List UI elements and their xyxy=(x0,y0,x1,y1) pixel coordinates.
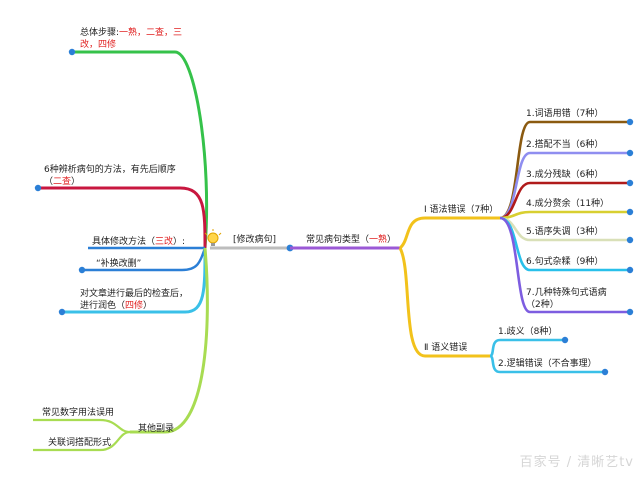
branch-other-child-2 xyxy=(33,430,131,452)
node-semantic[interactable]: Ⅱ 语义错误 xyxy=(424,343,468,353)
node-other[interactable]: 其他副录 xyxy=(138,424,175,434)
node-s1[interactable]: 1.歧义（8种） xyxy=(498,327,558,337)
node-dot-steps[interactable] xyxy=(68,48,76,56)
node-dot-g5[interactable] xyxy=(626,236,634,244)
node-dot-methods[interactable] xyxy=(34,184,42,192)
revise-red: 四修 xyxy=(125,301,144,311)
branch-other-child-1 xyxy=(33,418,131,434)
node-other-child-2[interactable]: 关联词搭配形式 xyxy=(48,438,112,448)
branch-semantic xyxy=(398,247,490,358)
node-g2[interactable]: 2.搭配不当（6种） xyxy=(526,140,604,150)
branch-methods xyxy=(38,186,207,249)
g7-line2: （2种） xyxy=(526,300,559,310)
node-dot-modify-sub[interactable] xyxy=(78,266,86,274)
types-red: 一熟 xyxy=(369,235,388,245)
watermark: 百家号 / 清晰艺tv xyxy=(519,455,634,470)
node-revise[interactable]: 对文章进行最后的检查后， 进行润色（四修） xyxy=(80,288,188,312)
node-g3[interactable]: 3.成分残缺（6种） xyxy=(526,170,604,180)
node-dot-g2[interactable] xyxy=(626,149,634,157)
branch-s1 xyxy=(489,338,565,358)
node-g1[interactable]: 1.词语用错（7种） xyxy=(526,109,604,119)
node-g7[interactable]: 7.几种特殊句式语病 （2种） xyxy=(526,287,607,311)
node-other-child-1[interactable]: 常见数字用法误用 xyxy=(42,408,115,418)
revise-suffix: ） xyxy=(143,301,153,311)
node-modify-sub[interactable]: “补换改删” xyxy=(96,259,142,269)
node-g4[interactable]: 4.成分赘余（11种） xyxy=(526,199,610,209)
g7-line1: 7.几种特殊句式语病 xyxy=(526,288,607,298)
node-g5[interactable]: 5.语序失调（3种） xyxy=(526,227,604,237)
steps-prefix: 总体步骤: xyxy=(80,28,120,38)
methods-line1: 6种辨析病句的方法，有先后顺序 xyxy=(44,165,176,175)
node-dot-revise[interactable] xyxy=(58,308,66,316)
node-dot-g4[interactable] xyxy=(626,208,634,216)
steps-red-2: 改，四修 xyxy=(80,40,117,50)
types-prefix: 常见病句类型（ xyxy=(306,235,370,245)
node-grammar[interactable]: Ⅰ 语法错误（7种） xyxy=(424,205,499,215)
branch-s2 xyxy=(489,354,605,374)
modify-suffix: ）: xyxy=(173,237,186,247)
node-s2[interactable]: 2.逻辑错误（不合事理） xyxy=(498,359,597,369)
branch-other xyxy=(130,247,209,434)
branch-steps xyxy=(72,50,209,249)
modify-prefix: 具体修改方法（ xyxy=(92,237,156,247)
node-modify[interactable]: 具体修改方法（三改）: xyxy=(92,236,185,248)
node-steps[interactable]: 总体步骤:一熟，二查，三 改，四修 xyxy=(80,27,182,51)
node-dot-g7[interactable] xyxy=(626,308,634,316)
branch-grammar xyxy=(398,216,500,250)
methods-close: ） xyxy=(71,177,81,187)
lightbulb-icon xyxy=(204,229,222,246)
types-suffix: ） xyxy=(387,235,397,245)
steps-red-1: 一熟，二查，三 xyxy=(119,28,183,38)
node-center[interactable]: [修改病句] xyxy=(233,235,277,245)
node-types[interactable]: 常见病句类型（一熟） xyxy=(306,234,396,246)
node-dot-g1[interactable] xyxy=(626,118,634,126)
revise-line1: 对文章进行最后的检查后， xyxy=(80,289,189,299)
node-dot-g3[interactable] xyxy=(626,179,634,187)
node-dot-s1[interactable] xyxy=(561,336,569,344)
methods-red: 二查 xyxy=(53,177,72,187)
branch-g4 xyxy=(499,210,630,220)
node-dot-s2[interactable] xyxy=(601,368,609,376)
node-g6[interactable]: 6.句式杂糅（9种） xyxy=(526,257,604,267)
node-methods[interactable]: 6种辨析病句的方法，有先后顺序 （二查） xyxy=(44,164,176,188)
methods-open: （ xyxy=(44,177,54,187)
revise-prefix: 进行润色（ xyxy=(80,301,126,311)
node-dot-g6[interactable] xyxy=(626,266,634,274)
branch-g7 xyxy=(499,216,630,314)
modify-red: 三改 xyxy=(155,237,174,247)
